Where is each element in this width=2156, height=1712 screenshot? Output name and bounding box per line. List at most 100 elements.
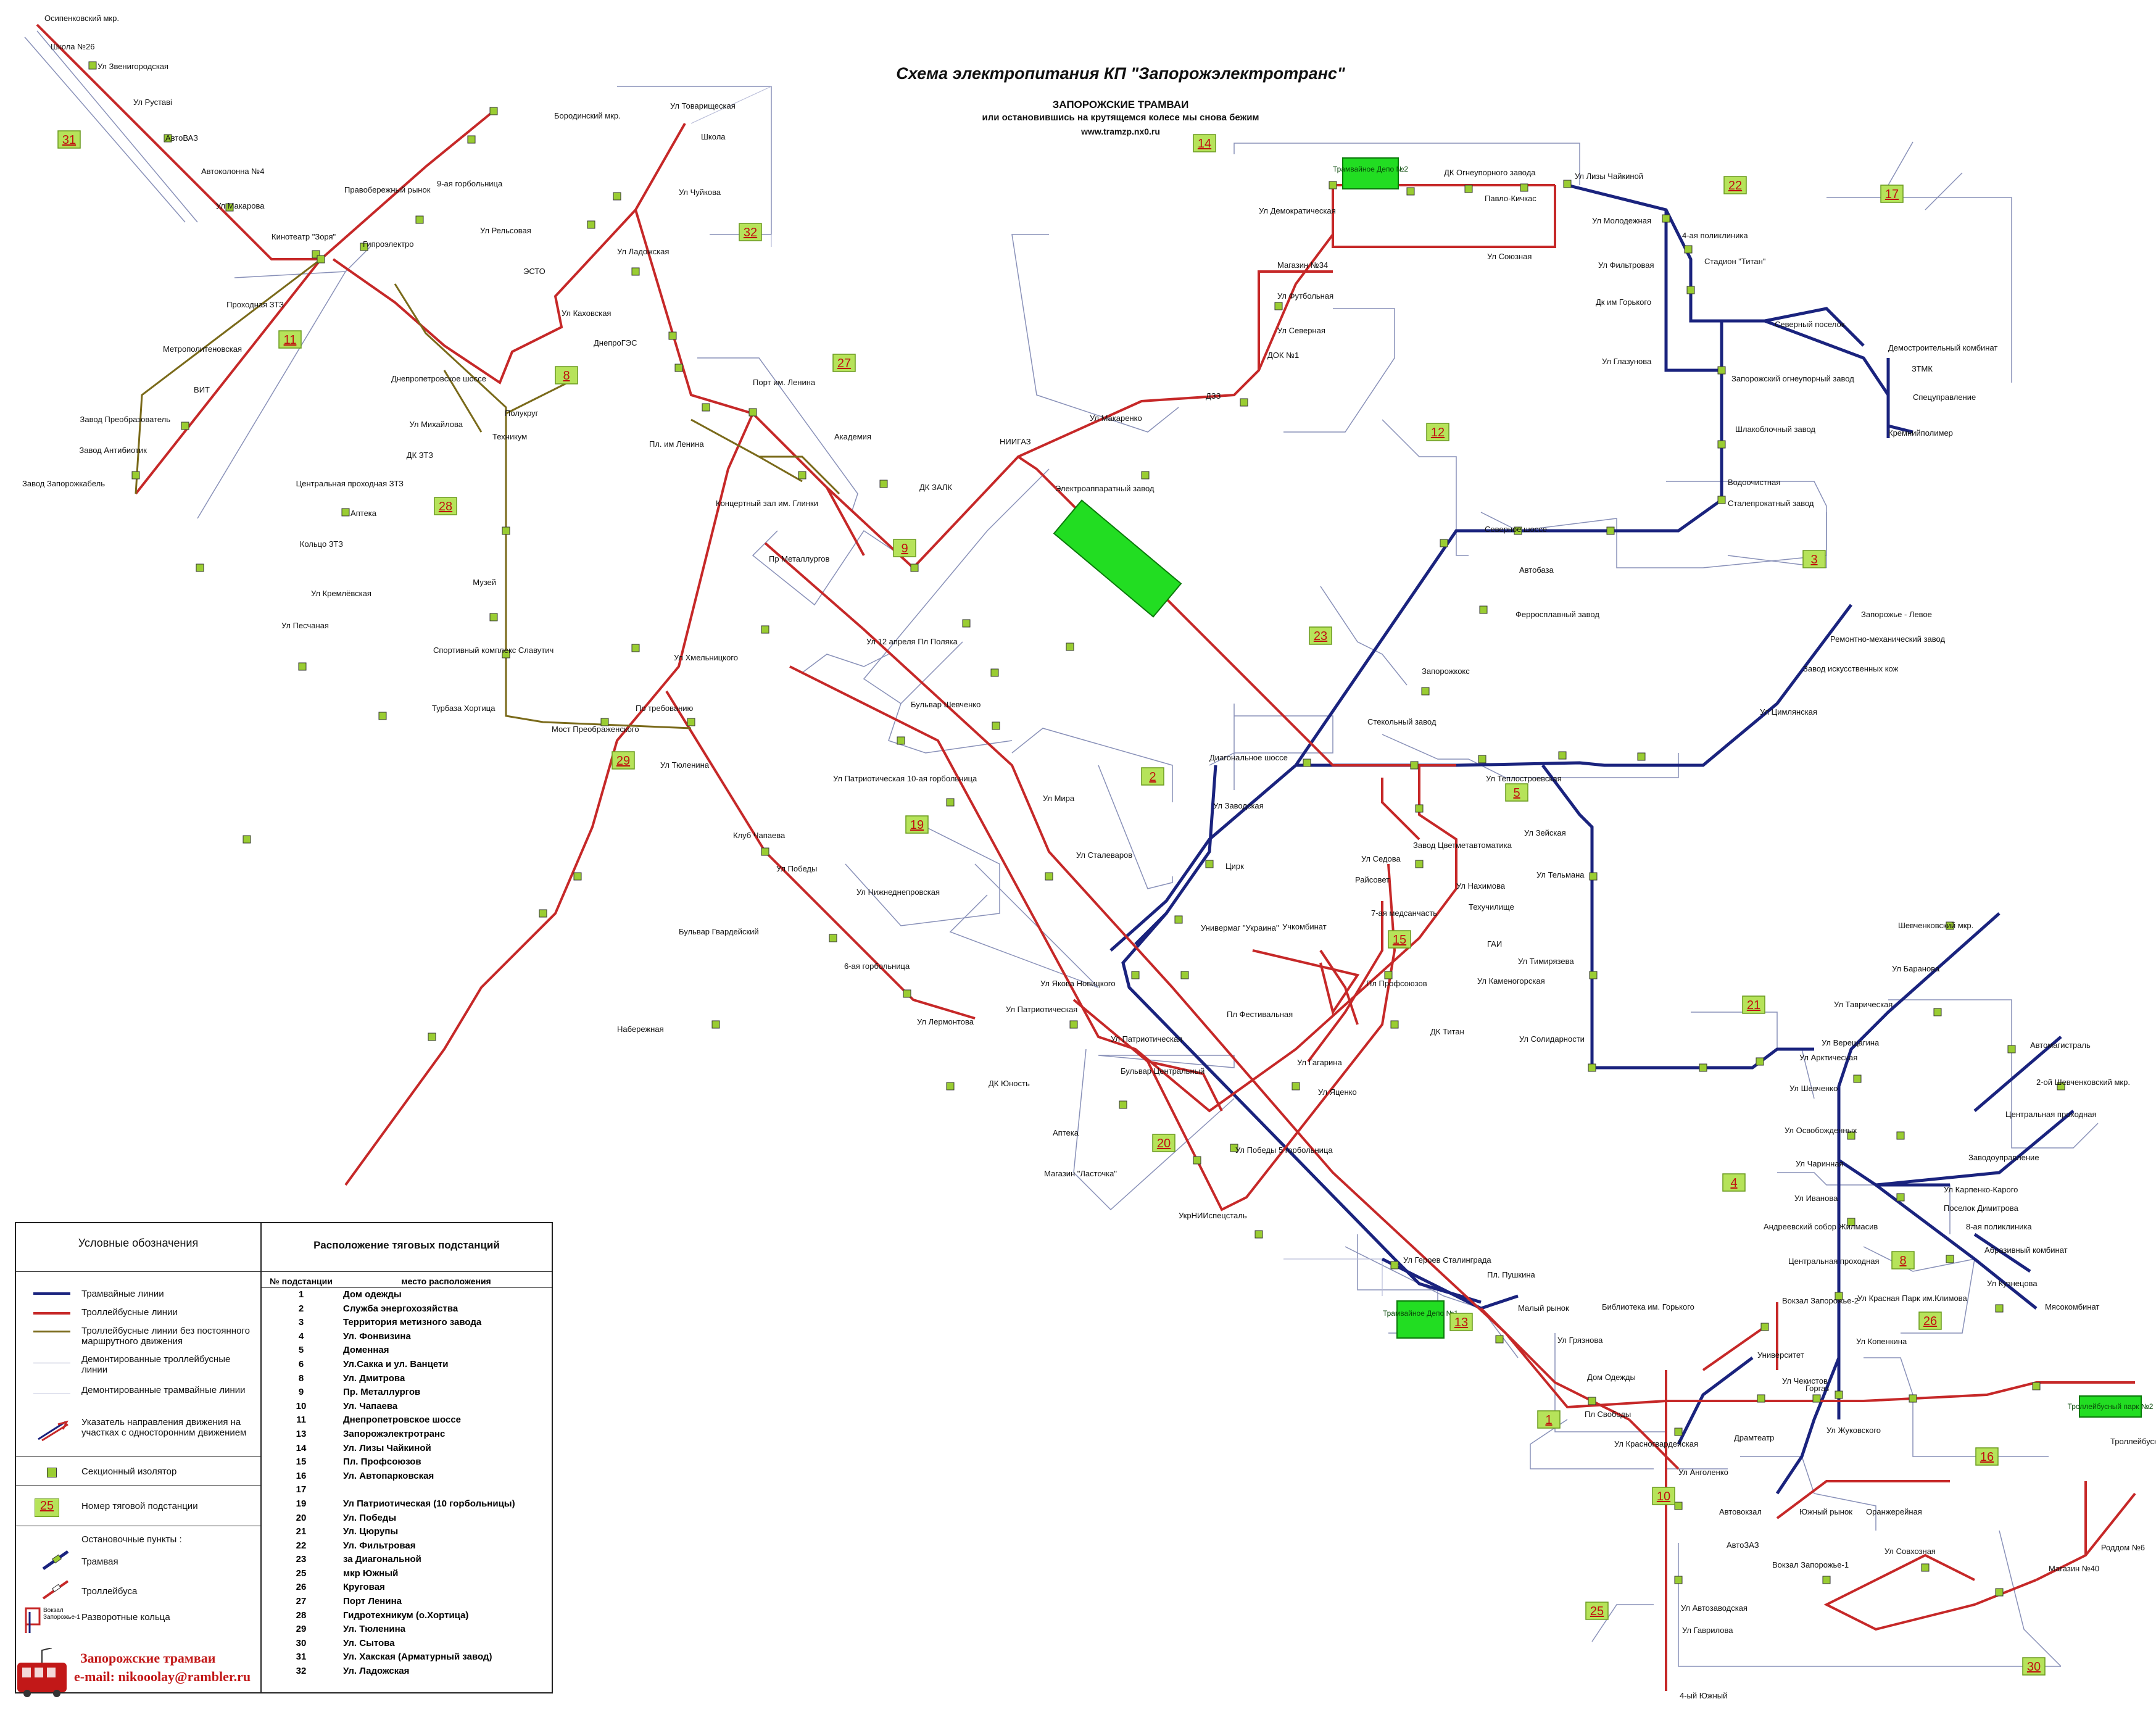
substation-number: 17 — [1885, 188, 1899, 201]
stop-label: Сталепрокатный завод — [1728, 499, 1814, 508]
substation-box[interactable] — [612, 751, 635, 770]
substation-box[interactable] — [2022, 1657, 2046, 1676]
stop-label: Ул Михайлова — [410, 420, 463, 429]
substation-table-row: 4 Ул. Фонвизина — [262, 1330, 552, 1344]
section-isolator-icon — [196, 563, 204, 572]
legend: Условные обозначения Трамвайные линии Тр… — [15, 1222, 553, 1693]
tram-depot-2[interactable] — [1342, 157, 1399, 189]
substation-number-cell: 4 — [298, 1331, 304, 1342]
substation-number: 9 — [901, 542, 908, 555]
substation-box[interactable] — [1722, 1173, 1746, 1192]
section-isolator-icon — [1847, 1131, 1855, 1140]
substation-box[interactable] — [1918, 1311, 1942, 1330]
substation-box[interactable] — [1449, 1313, 1473, 1331]
stop-label: 9-ая горбольница — [437, 179, 503, 188]
substation-box[interactable] — [893, 539, 916, 557]
substation-box[interactable] — [1891, 1251, 1915, 1269]
substation-box[interactable] — [1652, 1487, 1675, 1505]
stop-label: Кольцо ЗТЗ — [300, 539, 343, 549]
stop-label: Пл Фестивальная — [1227, 1010, 1293, 1019]
stop-label: Ул Якова Новицкого — [1040, 979, 1116, 988]
stop-label: Бульвар Шевченко — [911, 700, 981, 709]
substation-number-cell: 8 — [298, 1373, 304, 1384]
scheme-title: Схема электропитания КП "Запорожэлектрот… — [896, 64, 1345, 83]
section-isolator-icon — [1478, 755, 1486, 763]
substation-box[interactable] — [57, 130, 81, 149]
section-isolators — [88, 61, 2065, 1597]
stop-label: Аптека — [1053, 1128, 1079, 1137]
substation-number-cell: 28 — [296, 1610, 307, 1621]
section-isolator-icon — [1847, 1218, 1855, 1226]
substation-place-cell: Ул. Хакская (Арматурный завод) — [343, 1652, 492, 1663]
substation-box[interactable] — [434, 497, 457, 515]
substation-number-cell: 5 — [298, 1345, 304, 1356]
substation-box[interactable] — [905, 815, 929, 834]
substation-box[interactable] — [1152, 1134, 1175, 1152]
stop-label: АвтоЗАЗ — [1727, 1540, 1759, 1550]
substation-box[interactable] — [1426, 423, 1449, 441]
substation-box[interactable] — [1802, 550, 1826, 568]
substation-number-cell: 19 — [296, 1498, 307, 1509]
substation-box[interactable] — [278, 330, 302, 349]
stop-label: Ул 12 апреля Пл Поляка — [866, 637, 958, 646]
stop-label: Северный поселок — [1775, 320, 1845, 329]
substation-box[interactable] — [1388, 930, 1411, 949]
substation-box[interactable] — [1537, 1410, 1561, 1429]
substation-box[interactable] — [1723, 176, 1747, 194]
stop-label: Ул Лизы Чайкиной — [1575, 172, 1643, 181]
trolleybus-park-2[interactable] — [2079, 1395, 2142, 1418]
stop-label: Техучилище — [1469, 902, 1514, 912]
stop-label: Ул Патриотическая 10-ая горбольница — [833, 774, 977, 783]
substation-number: 29 — [616, 754, 630, 768]
section-isolator-icon — [1674, 1502, 1683, 1510]
substation-box[interactable] — [1880, 185, 1904, 203]
substation-number: 26 — [1923, 1315, 1937, 1328]
brand-email[interactable]: e-mail: nikooolay@rambler.ru — [74, 1669, 251, 1684]
stop-label: Ул Звенигородская — [97, 62, 168, 71]
substation-box[interactable] — [832, 354, 856, 372]
stop-label: Гипроэлектро — [363, 239, 413, 249]
substation-number: 2 — [1149, 770, 1156, 784]
stop-label: Ул Героев Сталинграда — [1403, 1255, 1491, 1265]
stop-label: Бульвар Центральный — [1121, 1066, 1204, 1076]
stop-label: Набережная — [617, 1024, 664, 1034]
section-isolator-icon — [631, 267, 640, 276]
substation-box[interactable] — [555, 366, 578, 384]
stop-label: Ул Совхозная — [1884, 1547, 1936, 1556]
section-isolator-icon — [829, 934, 837, 942]
substation-box[interactable] — [1309, 626, 1332, 645]
stop-label: Ул Копенкина — [1856, 1337, 1907, 1346]
stop-label: Ул Нижнеднепровская — [856, 887, 940, 897]
substation-box[interactable] — [1141, 767, 1164, 786]
substation-box[interactable] — [739, 223, 762, 241]
tram-depot-1[interactable] — [1396, 1300, 1445, 1339]
substation-place-cell: Ул. Ладожская — [343, 1666, 410, 1677]
substation-box[interactable] — [1505, 783, 1528, 802]
substation-box[interactable] — [1975, 1447, 1999, 1466]
substation-box[interactable] — [1742, 995, 1765, 1014]
stop-label: Ул Сталеваров — [1076, 850, 1132, 860]
substation-box[interactable] — [1585, 1602, 1609, 1620]
substation-place-cell: Ул. Фонвизина — [343, 1331, 411, 1342]
section-isolator-icon — [1230, 1144, 1238, 1152]
stop-label: Турбаза Хортица — [432, 704, 495, 713]
stop-label: Ул Верещагина — [1822, 1038, 1880, 1047]
substation-box[interactable] — [1193, 134, 1216, 152]
substation-place-cell: Ул. Тюленина — [343, 1624, 406, 1635]
stop-label: Стадион "Титан" — [1704, 257, 1766, 266]
stop-label: Водоочистная — [1728, 478, 1780, 487]
stop-label: Ул Красная Парк им.Климова — [1857, 1294, 1967, 1303]
section-isolator-icon — [946, 1082, 955, 1091]
scheme-url[interactable]: www.tramzp.nx0.ru — [1081, 127, 1160, 136]
section-isolator-icon — [1835, 1292, 1843, 1300]
stop-label: Учкомбинат — [1282, 922, 1327, 931]
